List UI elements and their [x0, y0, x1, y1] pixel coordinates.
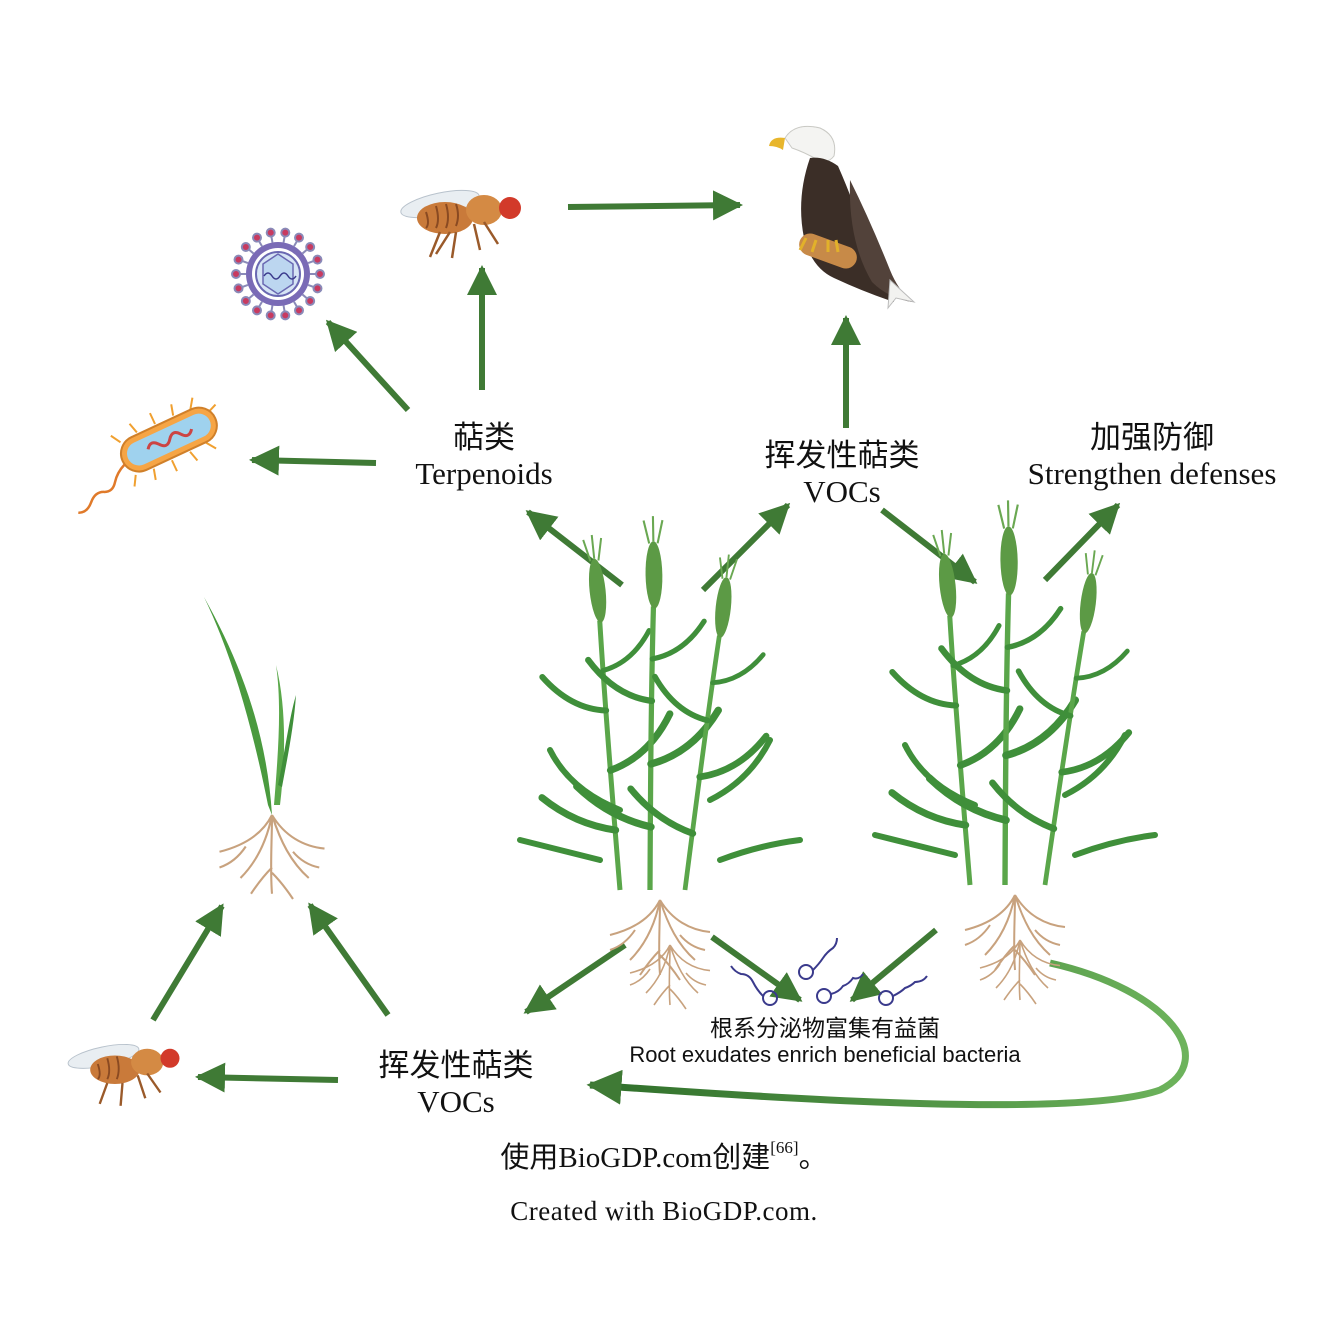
- virus-spike-tip: [280, 310, 291, 321]
- caption-zh: 使用BioGDP.com创建[66]。: [0, 1134, 1328, 1176]
- label-root-zh: 根系分泌物富集有益菌: [710, 1016, 940, 1041]
- label-vocs-bottom-zh: 挥发性萜类: [378, 1048, 534, 1083]
- virus-spike-tip: [312, 254, 323, 265]
- label-strengthen-defenses: 加强防御 Strengthen defenses: [1010, 420, 1294, 491]
- caption-en: Created with BioGDP.com.: [510, 1196, 818, 1226]
- virus-spike-tip: [294, 232, 304, 243]
- wheat-plant-icon: [515, 515, 803, 1010]
- eagle-icon: [769, 125, 916, 310]
- arrow-wheat2-to-defense: [1042, 502, 1121, 583]
- bacteria-cluster-icon: [730, 937, 928, 1006]
- virus-spike-tip: [294, 305, 304, 316]
- virus-spike-tip: [240, 242, 251, 253]
- virus-spike-tip: [305, 242, 316, 253]
- virus-spike-tip: [240, 295, 251, 306]
- arrow-terpenoids-to-bacterium: [249, 445, 377, 476]
- virus-spike-tip: [252, 305, 262, 316]
- arrow-fly-to-eagle: [567, 190, 743, 221]
- label-defense-zh: 加强防御: [1090, 420, 1214, 455]
- arrow-terpenoids-to-virus: [325, 319, 411, 413]
- arrow-vocs-to-wheat2: [880, 507, 978, 585]
- virus-spike-tip: [305, 295, 316, 306]
- arrow-wheat1-to-terpenoids: [525, 509, 624, 588]
- virus-spike-tip: [315, 269, 325, 279]
- virus-spike-tip: [280, 227, 291, 238]
- label-vocs-top: 挥发性萜类 VOCs: [742, 438, 942, 509]
- virus-spike-tip: [233, 254, 244, 265]
- fly-icon: [400, 189, 521, 259]
- arrow-to-seedling-left: [150, 903, 225, 1022]
- virus-icon: [231, 227, 325, 321]
- label-terpenoids: 萜类 Terpenoids: [394, 420, 574, 491]
- label-terpenoids-zh: 萜类: [453, 420, 515, 455]
- arrow-vocs-bottom-to-fly: [195, 1062, 339, 1093]
- label-terpenoids-en: Terpenoids: [415, 455, 553, 491]
- wheat-plant-icon: [865, 499, 1158, 1005]
- virus-spike-tip: [231, 269, 241, 279]
- caption-zh-prefix: 使用BioGDP.com创建: [500, 1142, 771, 1174]
- label-root-en: Root exudates enrich beneficial bacteria: [629, 1042, 1021, 1068]
- arrow-wheat1-to-bacteria: [710, 934, 803, 1003]
- label-vocs-bottom-en: VOCs: [417, 1083, 495, 1119]
- fly-icon: [67, 1043, 180, 1106]
- arrows: [150, 190, 1121, 1093]
- virus-spike-tip: [312, 283, 323, 294]
- virus-spike-tip: [265, 227, 276, 238]
- label-vocs-top-zh: 挥发性萜类: [764, 438, 920, 473]
- seedling-icon: [204, 597, 326, 901]
- virus-spike-tip: [252, 232, 262, 243]
- label-vocs-top-en: VOCs: [803, 473, 881, 509]
- label-vocs-bottom: 挥发性萜类 VOCs: [356, 1048, 556, 1119]
- arrow-vocs-bottom-to-seedling: [307, 902, 391, 1017]
- bacterium-icon: [78, 397, 218, 514]
- virus-spike-tip: [233, 283, 244, 294]
- label-root-exudates: 根系分泌物富集有益菌 Root exudates enrich benefici…: [610, 1016, 1040, 1068]
- label-defense-en: Strengthen defenses: [1027, 455, 1277, 491]
- caption-zh-suffix: 。: [798, 1142, 828, 1174]
- arrow-wheat2-curve-to-vocs-bottom: [586, 959, 1189, 1109]
- arrow-wheat1-to-vocs-bottom: [523, 942, 627, 1015]
- arrow-wheat2-to-bacteria: [849, 927, 938, 1003]
- virus-spike-tip: [265, 310, 276, 321]
- caption-ref: [66]: [770, 1138, 799, 1157]
- arrow-wheat1-to-vocs: [700, 502, 791, 593]
